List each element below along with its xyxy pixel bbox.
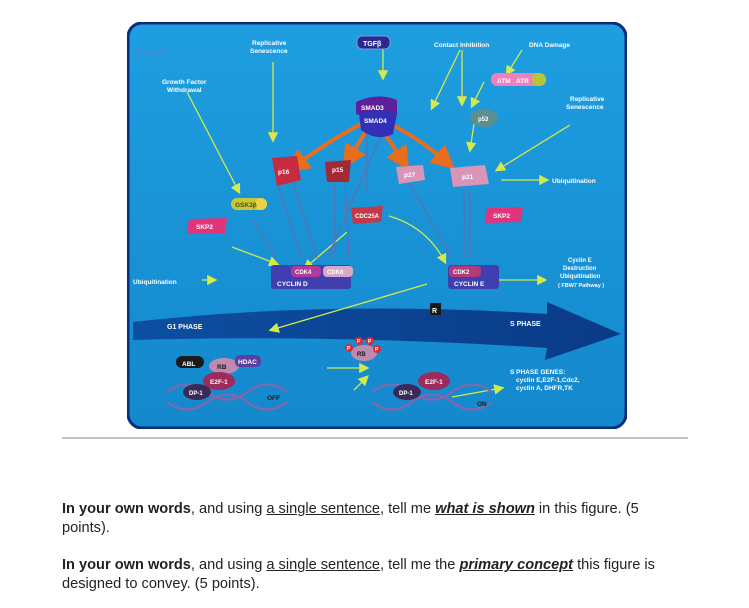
p16-label: p16 <box>278 169 290 176</box>
activation-arrows <box>186 48 571 398</box>
question-1-lead: In your own words <box>62 501 191 517</box>
phospho-label-2: P <box>357 339 361 345</box>
cyclin-e-destruction-label-4: ( FBW7 Pathway ) <box>558 283 604 289</box>
cdc25a-label: CDC25A <box>355 214 380 220</box>
contact-inhibition-label: Contact Inhibition <box>434 42 489 49</box>
p53-label: p53 <box>478 117 489 123</box>
cdk4-label: CDK4 <box>295 270 312 276</box>
question-1-text-2: , tell me <box>379 501 436 517</box>
off-label: OFF <box>267 395 280 402</box>
g1-phase-label: G1 PHASE <box>167 324 203 331</box>
abl-label: ABL <box>182 361 195 368</box>
question-2-text-1: , and using <box>190 557 267 573</box>
skp2-right-label: SKP2 <box>493 213 510 220</box>
phospho-label-1: P <box>347 346 351 352</box>
s-phase-genes-label-1: S PHASE GENES: <box>510 369 565 376</box>
replicative-senescence-right-label-2: Senescence <box>566 104 604 111</box>
atm-label: ATM <box>497 78 511 85</box>
ubiquitination-right-label: Ubiquitination <box>552 178 596 185</box>
atr-label: ATR <box>516 78 529 85</box>
s-phase-genes-label-2: cyclin E,E2F-1,Cdc2, <box>516 377 580 384</box>
r-point-label: R <box>432 308 437 315</box>
dna-left <box>166 383 288 411</box>
question-2-lead: In your own words <box>62 557 191 573</box>
question-1-text-3: in this figure. (5 points). <box>62 501 639 536</box>
e2f1-right-label: E2F-1 <box>425 379 443 386</box>
growth-factor-label-2: Withdrawal <box>167 87 202 94</box>
smad4-label: SMAD4 <box>364 118 387 125</box>
gsk3-label: GSK3β <box>235 202 257 209</box>
cyclin-e-label: CYCLIN E <box>454 281 485 288</box>
question-1-focus: what is shown <box>435 501 535 517</box>
s-phase-genes-label-3: cyclin A, DHFR,TK <box>516 385 573 392</box>
cyclin-e-destruction-label-2: Destruction <box>563 266 597 272</box>
question-2-text-3: this figure is designed to convey. (5 po… <box>62 557 655 592</box>
cell-cycle-phase-arrow <box>133 302 621 360</box>
question-1-text-1: , and using <box>190 501 267 517</box>
growth-factor-label: Growth Factor <box>162 79 207 86</box>
ubiquitination-left-label: Ubiquitination <box>133 279 177 286</box>
skp2-left-label: SKP2 <box>196 224 213 231</box>
cdk2-label: CDK2 <box>453 270 470 276</box>
s-phase-label: S PHASE <box>510 321 541 328</box>
replicative-senescence-right-label: Replicative <box>570 96 605 103</box>
on-label: ON <box>477 401 487 408</box>
dp1-left-label: DP-1 <box>189 391 203 397</box>
question-2-focus: primary concept <box>459 557 574 573</box>
question-2-single-sentence: a single sentence <box>266 557 380 573</box>
rb-left-label: RB <box>217 364 227 371</box>
question-1: In your own words, and using a single se… <box>62 500 672 538</box>
cdk6-label: CDK6 <box>327 270 344 276</box>
smad3-label: SMAD3 <box>361 105 384 112</box>
p21-label: p21 <box>462 174 474 181</box>
cyclin-e-destruction-label-3: Ubiquitination <box>560 274 601 280</box>
dna-damage-label: DNA Damage <box>529 42 570 49</box>
question-2: In your own words, and using a single se… <box>62 556 672 594</box>
inhibition-lines <box>253 122 471 259</box>
phospho-label-3: P <box>368 339 372 345</box>
phospho-label-4: P <box>375 347 379 353</box>
cyclin-d-label: CYCLIN D <box>277 281 308 288</box>
e2f1-left-label: E2F-1 <box>210 379 228 386</box>
dna-right <box>371 383 493 411</box>
divider <box>62 437 688 439</box>
replicative-senescence-top-label-2: Senescence <box>250 48 288 55</box>
dp1-right-label: DP-1 <box>399 391 413 397</box>
replicative-senescence-top-label: Replicative <box>252 40 287 47</box>
hdac-label: HDAC <box>238 359 257 366</box>
p15-label: p15 <box>332 167 344 174</box>
p27-label: p27 <box>404 172 416 179</box>
tgfb-badge: TGFβ <box>363 41 382 48</box>
question-2-text-2: , tell me the <box>379 557 460 573</box>
cyclin-e-destruction-label-1: Cyclin E <box>568 258 592 264</box>
biocarta-logo: BIOCARTA <box>135 50 171 57</box>
cell-cycle-pathway-figure: BIOCARTA Replicative Senescence TGFβ Con… <box>127 22 627 429</box>
question-1-single-sentence: a single sentence <box>266 501 380 517</box>
rb-mid-label: RB <box>357 352 366 358</box>
